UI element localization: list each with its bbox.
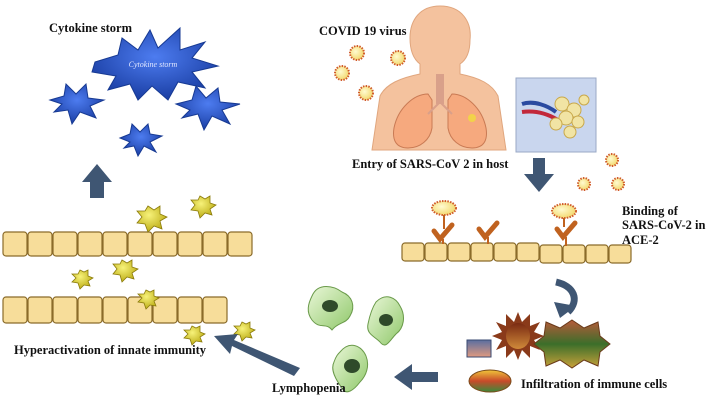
virus-icon: [71, 269, 94, 290]
cytokine-burst-icon: [91, 26, 220, 101]
epithelium-row-ace2: [401, 242, 632, 264]
virus-icon: [137, 289, 160, 310]
flow-arrow-icon: [524, 158, 554, 192]
virus-icon: [136, 205, 168, 233]
cytokine-burst-icon: [174, 84, 241, 132]
virus-icon: [349, 45, 365, 61]
virus-icon: [233, 321, 256, 342]
epithelium-row-lower: [2, 296, 228, 324]
virus-icon: [190, 195, 217, 219]
immune-cell-icon: [466, 339, 492, 358]
cytokine-burst-icon: [48, 82, 106, 126]
hyperactivation-label: Hyperactivation of innate immunity: [14, 343, 207, 357]
virus-icon: [183, 325, 206, 346]
cytokine-burst-icon: [118, 122, 164, 158]
virus-icon: [390, 50, 406, 66]
covid-virus-label: COVID 19 virus: [319, 24, 407, 38]
flow-arrow-icon: [214, 334, 300, 376]
virus-icon: [605, 153, 619, 167]
virus-icon: [611, 177, 625, 191]
cytokine-storm-inner-label: Cytokine storm: [129, 60, 178, 69]
immune-cell-icon: [533, 319, 611, 369]
receptor-icon: [476, 220, 500, 241]
virus-icon: [112, 259, 139, 283]
epithelium-row-upper: [2, 231, 253, 257]
receptor-icon: [431, 222, 455, 243]
virus-icon: [431, 200, 457, 216]
virus-icon: [358, 85, 374, 101]
virus-icon: [334, 65, 350, 81]
lymphocyte-icon: [307, 286, 354, 331]
immune-cell-icon: [492, 312, 544, 360]
lymphocyte-icon: [367, 296, 404, 346]
lymphopenia-label: Lymphopenia: [272, 381, 346, 395]
infiltration-label: Infiltration of immune cells: [521, 377, 668, 391]
receptor-icon: [554, 220, 578, 241]
cytokine-storm-label: Cytokine storm: [49, 21, 132, 35]
flow-arrow-icon: [82, 164, 112, 198]
lymphocyte-icon: [332, 344, 369, 393]
virus-icon: [577, 177, 591, 191]
flow-arrow-icon: [394, 364, 438, 390]
immune-cell-icon: [468, 369, 512, 393]
flow-arrow-icon: [554, 302, 576, 318]
virus-icon: [551, 203, 577, 219]
entry-label: Entry of SARS-CoV 2 in host: [352, 157, 509, 171]
alveoli-icon: [515, 77, 597, 153]
binding-label: Binding of SARS-CoV-2 in ACE-2: [622, 204, 706, 247]
lungs-icon: [393, 74, 487, 149]
